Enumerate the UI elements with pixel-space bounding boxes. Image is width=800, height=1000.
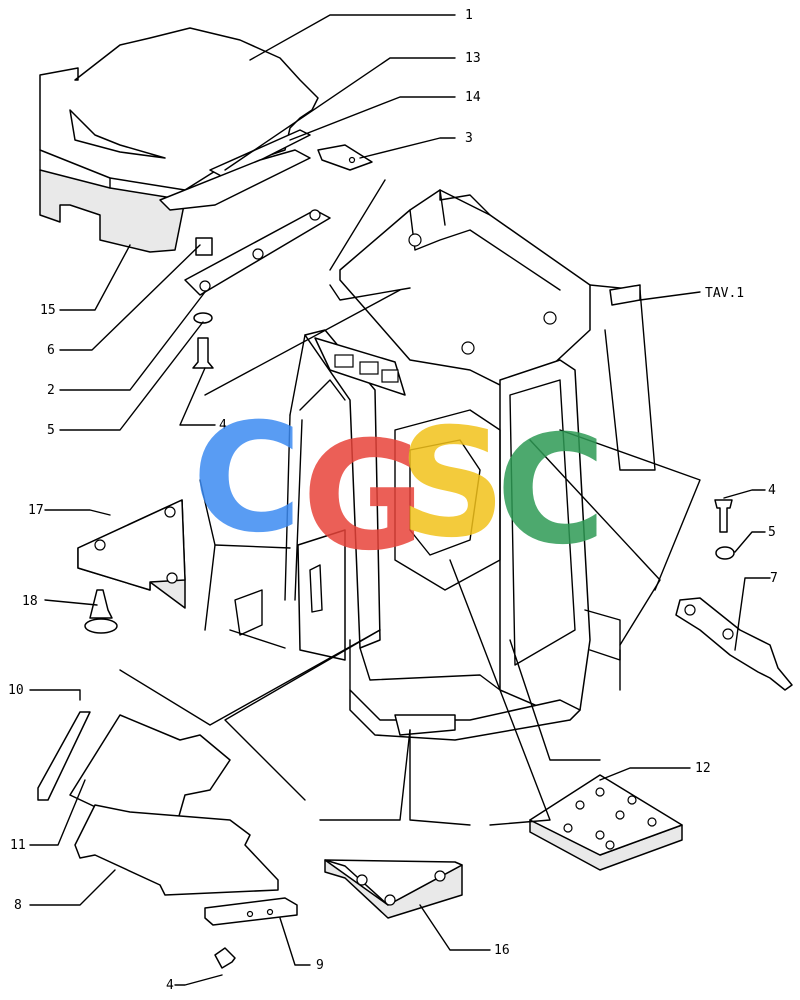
callout-labels: 1 13 14 3 TAV.1 15 6 2 5 4 4 5 7 17 18 1… <box>8 8 778 993</box>
callout-4-right: 4 <box>768 483 776 498</box>
part-8-mat <box>74 804 279 896</box>
watermark-letter-c: C <box>192 392 302 566</box>
callout-9: 9 <box>316 958 324 973</box>
part-4-bolt-right <box>714 499 733 533</box>
callout-6: 6 <box>47 343 55 358</box>
callout-17: 17 <box>28 503 44 518</box>
part-14-strip <box>159 149 311 211</box>
callout-5-right: 5 <box>768 525 776 540</box>
leader-lines <box>29 14 771 986</box>
callout-4: 4 <box>219 418 227 433</box>
callout-8: 8 <box>14 898 22 913</box>
part-4-bolt <box>192 337 214 369</box>
callout-tav1: TAV.1 <box>705 286 744 301</box>
part-12-face <box>529 774 683 856</box>
part-7-hole <box>722 628 734 640</box>
part-17-face <box>77 499 186 591</box>
part-18-head <box>84 618 118 634</box>
callout-18: 18 <box>22 594 38 609</box>
callout-14: 14 <box>465 90 481 105</box>
roof-leader <box>329 284 411 301</box>
watermark-logo: C G S C <box>192 392 606 584</box>
callout-4-bottom: 4 <box>166 978 174 993</box>
callout-16: 16 <box>494 943 510 958</box>
part-4-bolt-bottom <box>214 947 236 969</box>
callout-11: 11 <box>10 838 26 853</box>
callout-1: 1 <box>465 8 473 23</box>
part-16-face <box>324 859 463 906</box>
callout-13: 13 <box>465 51 481 66</box>
callout-7: 7 <box>770 571 778 586</box>
part-18-screw <box>89 589 113 619</box>
callout-5: 5 <box>47 423 55 438</box>
part-1-roof-mat <box>39 27 319 253</box>
roof-divider-leader <box>329 179 386 271</box>
cab-frame <box>229 189 656 741</box>
part-3-hole <box>348 156 356 164</box>
watermark-letter-c2: C <box>496 404 606 578</box>
watermark-letter-g: G <box>302 410 425 584</box>
part-10-strip <box>37 711 91 801</box>
watermark-letter-s: S <box>398 397 506 571</box>
part-7-bracket <box>675 597 793 691</box>
callout-3: 3 <box>465 131 473 146</box>
callout-2: 2 <box>47 383 55 398</box>
part-2-rail <box>184 209 331 296</box>
part-7-hole <box>684 604 696 616</box>
callout-12: 12 <box>695 761 711 776</box>
part-5-washer-right <box>715 546 735 560</box>
callout-15: 15 <box>40 303 56 318</box>
callout-10: 10 <box>8 683 24 698</box>
part-3-plate <box>317 144 373 171</box>
